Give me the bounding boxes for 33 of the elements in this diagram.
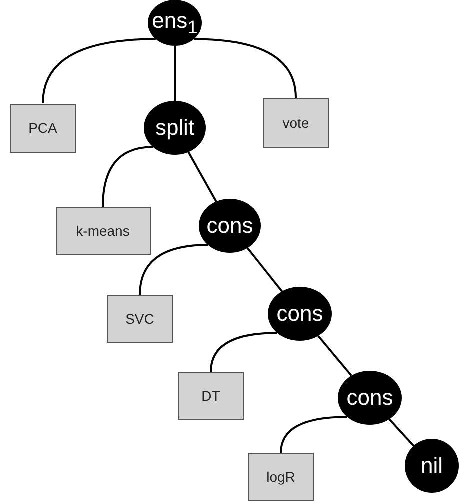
connector-line [194,38,297,98]
leaf-box [10,104,76,152]
node-label: logR [266,469,296,485]
node-label: split [155,115,195,141]
node-circle [405,439,459,493]
leaf-box [56,207,150,255]
node-label: vote [282,115,310,131]
connector-line [280,416,348,454]
connector-line [42,38,156,104]
node-circle [199,199,261,253]
leaf-box [178,372,244,420]
connector-line [318,335,352,377]
node-label: cons [276,301,324,327]
connector-line [102,146,154,208]
connector-line [188,152,218,202]
node-label: k-means [76,223,130,239]
node-label: cons [206,213,254,239]
node-label: cons [346,385,394,411]
leaf-box [263,98,329,148]
node-label: SVC [126,311,154,327]
node-label: nil [420,453,443,479]
connector-line [210,332,278,372]
connector-line [246,248,283,292]
node-circle [268,287,332,341]
connector-line [174,46,176,101]
leaf-box [107,295,173,343]
connector-line [388,418,415,447]
node-label: ens$_{1}$ [152,8,198,38]
leaf-box [248,453,314,501]
node-label: PCA [28,120,58,136]
node-label: DT [202,388,220,404]
connector-line [139,244,208,296]
node-circle [148,0,202,46]
